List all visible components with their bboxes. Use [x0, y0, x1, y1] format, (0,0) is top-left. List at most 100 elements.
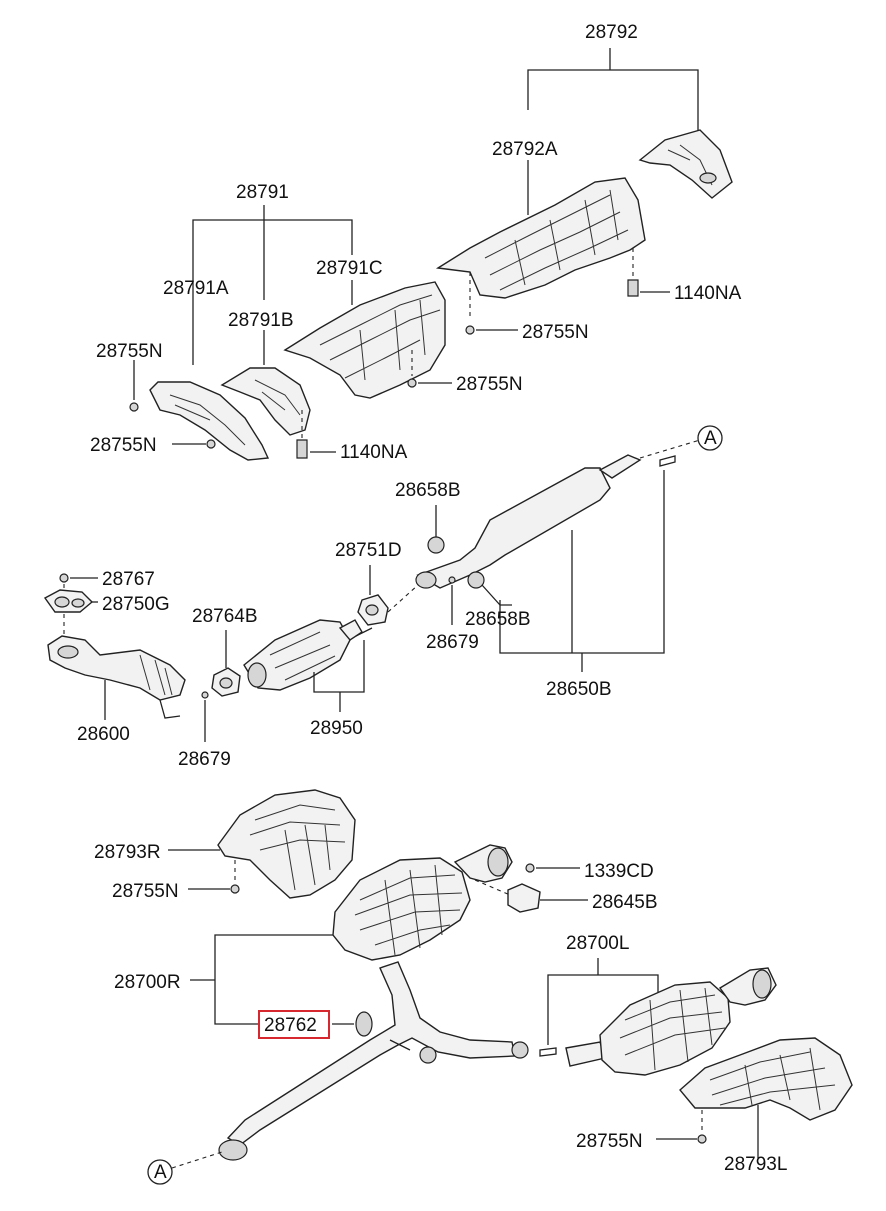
- rear-section-group: [147, 789, 853, 1185]
- muffler-outlet-pipe: [598, 454, 642, 479]
- small-heat-shield[interactable]: [638, 129, 733, 199]
- bracket-28791: [192, 205, 353, 365]
- nut-28755N-d[interactable]: [206, 439, 216, 449]
- label-28950[interactable]: 28950: [310, 718, 363, 739]
- rear-muffler-28700R[interactable]: [332, 857, 471, 961]
- pipe-end-top: [659, 455, 676, 467]
- dash-to-A-top: [639, 439, 701, 459]
- nut-28679-low[interactable]: [201, 691, 209, 699]
- label-28791[interactable]: 28791: [236, 182, 289, 203]
- gasket-hole-2: [71, 598, 85, 608]
- main-heat-shield-28792A[interactable]: [435, 177, 646, 299]
- heat-shield-28793L[interactable]: [679, 1037, 853, 1121]
- tailpipe-opening: [487, 847, 509, 877]
- nut-28755N-f[interactable]: [697, 1134, 707, 1144]
- heat-shield-28791-group: [129, 205, 452, 461]
- label-28755N-d[interactable]: 28755N: [90, 435, 157, 456]
- label-28791A[interactable]: 28791A: [163, 278, 229, 299]
- shield-28791A-ribs: [169, 394, 246, 446]
- shield-28791B-ribs: [254, 379, 301, 416]
- highlight-box-28762: [258, 1010, 330, 1039]
- heat-shield-28792-group: [435, 48, 733, 335]
- nut-28755N-c[interactable]: [407, 378, 417, 388]
- label-28750G[interactable]: 28750G: [102, 594, 170, 615]
- label-28793L[interactable]: 28793L: [724, 1154, 787, 1175]
- label-1140NA-top[interactable]: 1140NA: [674, 283, 742, 304]
- bracket-28792: [527, 48, 699, 135]
- dash-gasket-to-muffler: [387, 584, 419, 613]
- label-28600[interactable]: 28600: [77, 724, 130, 745]
- label-28793R[interactable]: 28793R: [94, 842, 161, 863]
- dash-to-hanger: [474, 879, 511, 896]
- label-1140NA-mid[interactable]: 1140NA: [340, 442, 408, 463]
- bolt-1140NA-mid[interactable]: [296, 439, 308, 459]
- center-muffler-group: [357, 425, 723, 672]
- gasket-28764B-hole: [219, 677, 233, 689]
- front-pipe-group: [43, 573, 373, 742]
- y-pipe-inlet-flange: [218, 1139, 248, 1161]
- heat-shield-28791C[interactable]: [283, 281, 446, 399]
- dash-to-A-bottom: [171, 1151, 223, 1169]
- nut-28679-mid[interactable]: [448, 576, 456, 584]
- label-28762[interactable]: 28762: [264, 1015, 317, 1036]
- label-28791B[interactable]: 28791B: [228, 310, 294, 331]
- y-pipe-outlet: [511, 1041, 529, 1059]
- shield-28793L-ribs: [709, 1047, 836, 1111]
- catalyst-inlet: [247, 662, 267, 688]
- nut-28755N-e[interactable]: [230, 884, 240, 894]
- label-28767[interactable]: 28767: [102, 569, 155, 590]
- bracket-28700L: [547, 958, 659, 1045]
- leader-28658B-mid: [481, 584, 512, 606]
- label-28792[interactable]: 28792: [585, 22, 638, 43]
- front-flange: [415, 571, 437, 589]
- front-pipe-flange: [57, 645, 79, 659]
- hanger-28658B-mid[interactable]: [467, 571, 485, 589]
- nut-28755N-b[interactable]: [129, 402, 139, 412]
- label-28700R[interactable]: 28700R: [114, 972, 181, 993]
- heat-shield-28793R[interactable]: [217, 789, 356, 899]
- bracket-28650B: [499, 470, 665, 672]
- part-labels: 28792 28792A 1140NA 28755N 28791 28791C …: [77, 22, 787, 1183]
- label-28751D[interactable]: 28751D: [335, 540, 402, 561]
- shield-28791C-ribs: [319, 294, 441, 381]
- label-28764B[interactable]: 28764B: [192, 606, 258, 627]
- pipe-end-left: [539, 1047, 557, 1057]
- catalytic-converter-28950[interactable]: [243, 619, 351, 691]
- label-28650B[interactable]: 28650B: [546, 679, 612, 700]
- front-pipe-bracket: [159, 699, 181, 719]
- bracket-28950: [313, 640, 365, 712]
- label-28679-mid[interactable]: 28679: [426, 632, 479, 653]
- leaders-28791: [263, 280, 353, 365]
- bolt-1140NA-top[interactable]: [627, 279, 639, 297]
- callout-A-top[interactable]: [697, 425, 723, 451]
- label-28792A[interactable]: 28792A: [492, 139, 558, 160]
- rear-y-pipe[interactable]: [226, 961, 516, 1146]
- callout-A-bottom[interactable]: [147, 1159, 173, 1185]
- front-pipe-28600[interactable]: [47, 635, 186, 701]
- label-28645B[interactable]: 28645B: [592, 892, 658, 913]
- label-A-top: A: [704, 428, 717, 449]
- hanger-28645B[interactable]: [507, 883, 541, 913]
- heat-shield-28791A[interactable]: [149, 381, 270, 461]
- label-28658B-top[interactable]: 28658B: [395, 480, 461, 501]
- label-28755N-e[interactable]: 28755N: [112, 881, 179, 902]
- label-A-bottom: A: [154, 1162, 167, 1183]
- heat-shield-28791B[interactable]: [220, 367, 311, 436]
- label-28755N-c[interactable]: 28755N: [456, 374, 523, 395]
- label-28658B-mid[interactable]: 28658B: [465, 609, 531, 630]
- label-28755N-b[interactable]: 28755N: [96, 341, 163, 362]
- label-28679-low[interactable]: 28679: [178, 749, 231, 770]
- nut-1339CD[interactable]: [525, 863, 535, 873]
- label-28700L[interactable]: 28700L: [566, 933, 629, 954]
- label-28791C[interactable]: 28791C: [316, 258, 383, 279]
- hanger-28658B-top[interactable]: [427, 536, 445, 554]
- label-1339CD[interactable]: 1339CD: [584, 861, 654, 882]
- label-28755N-a[interactable]: 28755N: [522, 322, 589, 343]
- hanger-rubber-28762[interactable]: [355, 1011, 373, 1037]
- nut-28767[interactable]: [59, 573, 69, 583]
- label-28755N-f[interactable]: 28755N: [576, 1131, 643, 1152]
- y-pipe-stud: [389, 1039, 411, 1051]
- bracket-28700R: [190, 934, 333, 1025]
- nut-28755N-a[interactable]: [465, 325, 475, 335]
